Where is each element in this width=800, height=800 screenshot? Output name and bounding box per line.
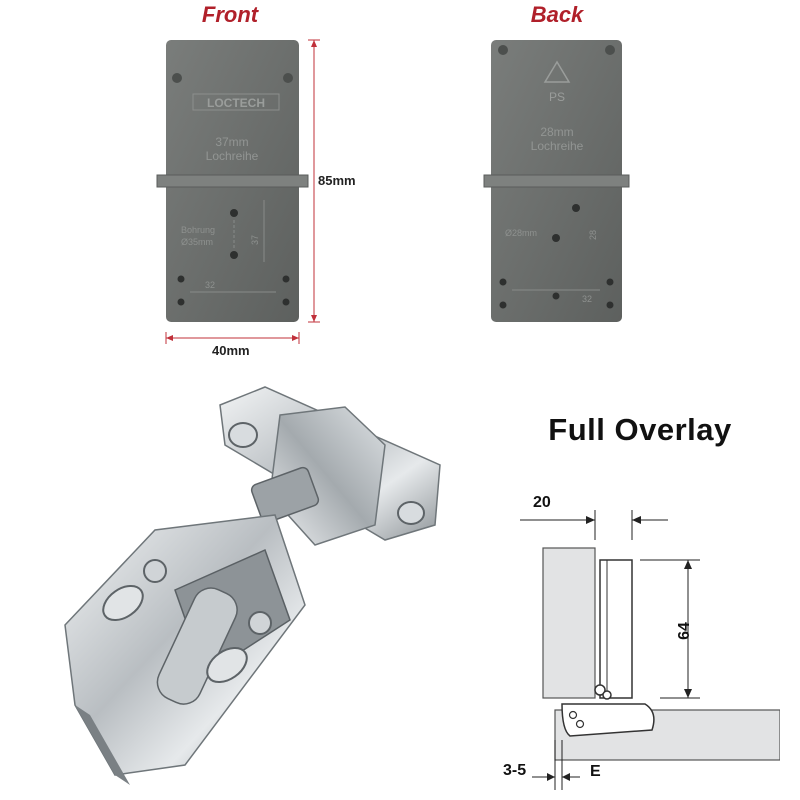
dimension-top-label: 20 <box>533 494 551 511</box>
back-hole <box>606 301 614 309</box>
back-label: Back <box>530 2 584 27</box>
dimension-bottom-right-label: E <box>590 763 601 780</box>
front-hole <box>177 298 185 306</box>
dimension-height-label: 64 <box>675 622 693 640</box>
hinge-screw-hole <box>228 422 258 448</box>
back-hole <box>606 278 614 286</box>
height-dimension-label: 85mm <box>318 173 356 188</box>
back-spacing-text: 32 <box>582 294 592 304</box>
front-label: Front <box>201 2 259 27</box>
diagram-title: Full Overlay <box>548 412 732 447</box>
back-side-value: 28 <box>588 230 598 240</box>
back-hole <box>499 301 507 309</box>
back-hole <box>499 278 507 286</box>
hinge-screw <box>248 611 272 635</box>
dimension-bottom-left-label: 3-5 <box>503 762 527 779</box>
height-dimension-line <box>308 39 320 323</box>
hinge-adjust-slot <box>206 646 248 684</box>
front-hole <box>282 298 290 306</box>
hinge-adjust-slot <box>102 584 144 622</box>
recycle-icon <box>543 60 571 83</box>
jig-illustration: LOCTECH 37mm Lochreihe Bohrung Ø35mm 32 … <box>156 39 630 344</box>
cabinet-side-panel <box>542 547 596 699</box>
front-side-value: 37 <box>250 235 260 245</box>
width-dimension-label: 40mm <box>212 343 250 358</box>
back-pin-right <box>605 45 615 55</box>
front-bore-text: Bohrung <box>181 225 215 235</box>
hinge-screw <box>143 559 167 583</box>
front-hole <box>230 251 238 259</box>
full-overlay-diagram <box>520 510 780 790</box>
width-dimension-line <box>165 332 300 344</box>
front-pin-right <box>283 73 293 83</box>
front-brand-text: LOCTECH <box>207 96 265 110</box>
hinge-illustration <box>64 386 441 785</box>
hinge-screw-hole <box>397 501 425 525</box>
back-hole <box>572 204 580 212</box>
front-hole <box>230 209 238 217</box>
back-bore-size: Ø28mm <box>505 228 537 238</box>
front-row-text2: Lochreihe <box>206 149 259 163</box>
back-row-text: 28mm <box>540 125 573 139</box>
back-hole <box>552 234 560 242</box>
front-pin-left <box>172 73 182 83</box>
back-jig-plate: PS 28mm Lochreihe Ø28mm 32 28 <box>483 40 630 322</box>
front-hole <box>282 275 290 283</box>
back-recycle-text: PS <box>549 90 565 104</box>
front-row-text: 37mm <box>215 135 248 149</box>
diagram-hinge-body <box>599 559 633 699</box>
back-row-text2: Lochreihe <box>531 139 584 153</box>
back-hole <box>552 292 560 300</box>
front-bore-size: Ø35mm <box>181 237 213 247</box>
front-hole <box>177 275 185 283</box>
front-spacing-text: 32 <box>205 280 215 290</box>
front-jig-plate: LOCTECH 37mm Lochreihe Bohrung Ø35mm 32 … <box>156 40 309 322</box>
back-pin-left <box>498 45 508 55</box>
